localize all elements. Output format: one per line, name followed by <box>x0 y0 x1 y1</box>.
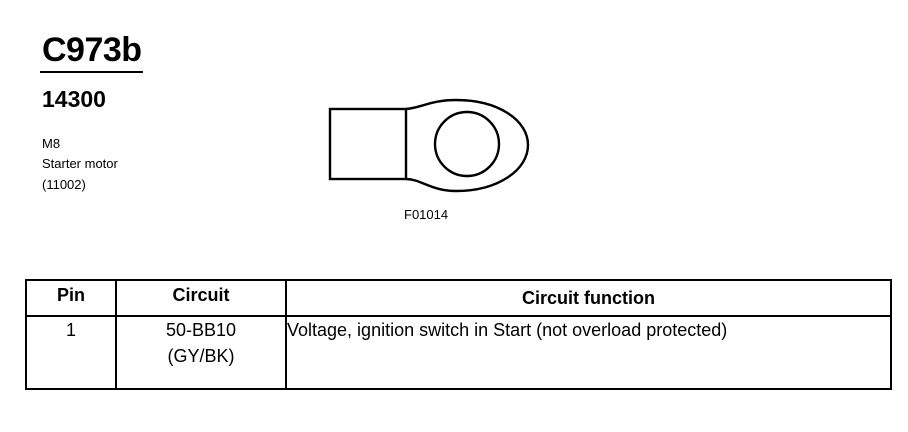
figure-code: F01014 <box>404 207 449 222</box>
column-header-circuit-function: Circuit function <box>285 279 892 317</box>
description-line-reference: (11002) <box>42 177 86 192</box>
terminal-ring-outline <box>405 98 530 193</box>
circuit-code: 50-BB10 <box>165 320 237 340</box>
description-line-component: Starter motor <box>42 156 118 171</box>
pin-table-header: Pin Circuit Circuit function <box>25 279 892 317</box>
pin-table: Pin Circuit Circuit function 1 50-BB10 (… <box>25 279 892 390</box>
table-row: 1 50-BB10 (GY/BK) Voltage, ignition swit… <box>25 315 892 390</box>
terminal-ring-hole <box>433 110 501 178</box>
ring-terminal-icon <box>328 98 530 193</box>
circuit-cell: 50-BB10 (GY/BK) <box>115 315 287 390</box>
circuit-function: Voltage, ignition switch in Start (not o… <box>285 315 892 390</box>
connector-id: C973b <box>42 31 142 69</box>
column-header-pin: Pin <box>25 279 117 317</box>
wire-color: (GY/BK) <box>167 346 235 366</box>
description-line-size: M8 <box>42 136 61 151</box>
column-header-circuit: Circuit <box>115 279 287 317</box>
terminal-crimp-barrel <box>328 107 408 181</box>
part-number: 14300 <box>42 86 106 112</box>
pin-number: 1 <box>25 315 117 390</box>
title-underline <box>40 71 143 73</box>
